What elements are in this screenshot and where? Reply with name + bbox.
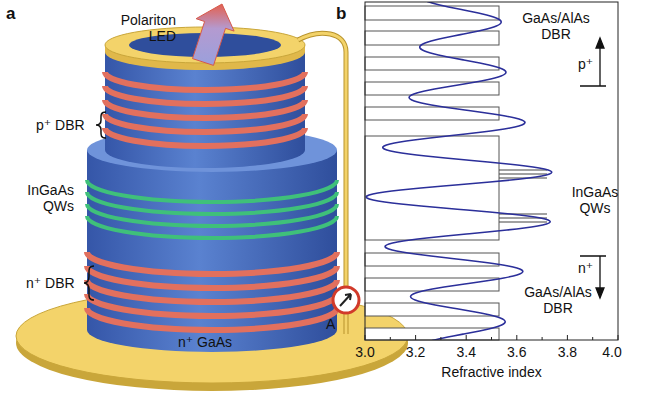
p-dbr-layers bbox=[105, 72, 305, 146]
panel-letter: a bbox=[6, 4, 15, 24]
tick-label: 3.6 bbox=[507, 344, 526, 360]
emission-label: Polariton LED bbox=[100, 12, 176, 44]
panel-letter: b bbox=[336, 4, 346, 24]
axis-ticks bbox=[365, 335, 618, 340]
doping-markers bbox=[580, 38, 606, 298]
tick-label: 3.4 bbox=[456, 344, 475, 360]
axis-title: Refractive index bbox=[441, 364, 541, 380]
tick-label: 3.2 bbox=[406, 344, 425, 360]
layer-label: n⁺ DBR bbox=[26, 275, 75, 291]
tick-label: 4.0 bbox=[602, 344, 621, 360]
quantum-wells bbox=[87, 180, 337, 238]
ammeter-label: A bbox=[326, 316, 335, 332]
layer-label: InGaAs QWs bbox=[10, 182, 74, 214]
layer-label: GaAs/AlAs DBR bbox=[510, 284, 606, 316]
tick-label: 3.0 bbox=[355, 344, 374, 360]
n-dbr-layers bbox=[87, 252, 337, 330]
layer-label: GaAs/AlAs DBR bbox=[508, 10, 604, 42]
brace bbox=[96, 112, 106, 138]
field-curve bbox=[366, 2, 552, 340]
substrate-label: n⁺ GaAs bbox=[178, 334, 232, 350]
doping-label: n⁺ bbox=[578, 260, 593, 276]
ammeter-symbol bbox=[333, 287, 359, 313]
tick-label: 3.8 bbox=[558, 344, 577, 360]
layer-label: InGaAs QWs bbox=[560, 184, 630, 216]
emission-arrow bbox=[193, 4, 235, 65]
layer-label: p⁺ DBR bbox=[36, 117, 85, 133]
brace bbox=[84, 266, 94, 300]
plot-frame bbox=[365, 2, 618, 340]
doping-label: p⁺ bbox=[578, 56, 593, 72]
